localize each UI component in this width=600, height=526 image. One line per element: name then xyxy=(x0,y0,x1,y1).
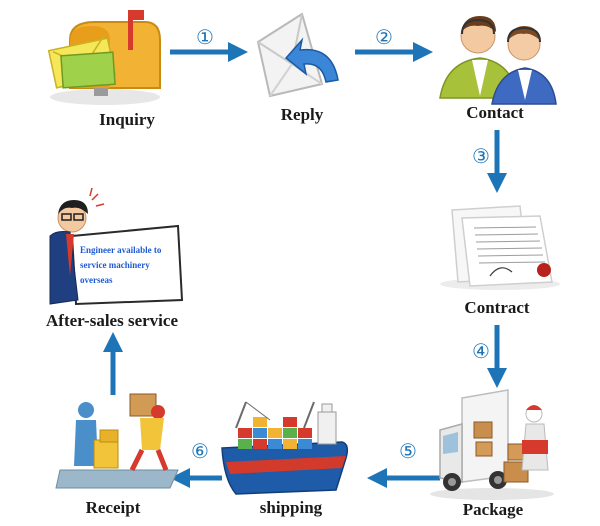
receipt-delivery-icon xyxy=(55,393,179,489)
contract-documents-icon xyxy=(440,205,560,290)
container-ship-icon xyxy=(221,401,349,495)
label-reply: Reply xyxy=(280,105,324,124)
step-number-2: ② xyxy=(375,25,393,49)
package-truck-icon xyxy=(430,389,554,500)
label-inquiry: Inquiry xyxy=(99,110,155,129)
mailbox-icon xyxy=(47,10,161,105)
step-number-4: ④ xyxy=(472,339,490,363)
label-contact: Contact xyxy=(466,103,524,122)
ship-containers xyxy=(238,417,312,449)
engineer-sign-icon xyxy=(49,187,184,306)
label-after-sales-service: After-sales service xyxy=(46,311,178,330)
step-number-5: ⑤ xyxy=(399,439,417,463)
label-receipt: Receipt xyxy=(85,498,141,517)
step-number-3: ③ xyxy=(472,144,490,168)
contact-headset-people-icon xyxy=(439,16,557,105)
sign-line-3: overseas xyxy=(80,275,113,285)
step-number-6: ⑥ xyxy=(191,439,209,463)
engineer-sign-text: Engineer available to service machinery … xyxy=(80,243,180,288)
sign-line-2: service machinery xyxy=(80,260,150,270)
label-contract: Contract xyxy=(464,298,530,317)
step-number-1: ① xyxy=(196,25,214,49)
label-package: Package xyxy=(462,500,524,519)
reply-envelope-icon xyxy=(256,12,339,98)
label-shipping: shipping xyxy=(259,498,323,517)
sign-line-1: Engineer available to xyxy=(80,245,162,255)
